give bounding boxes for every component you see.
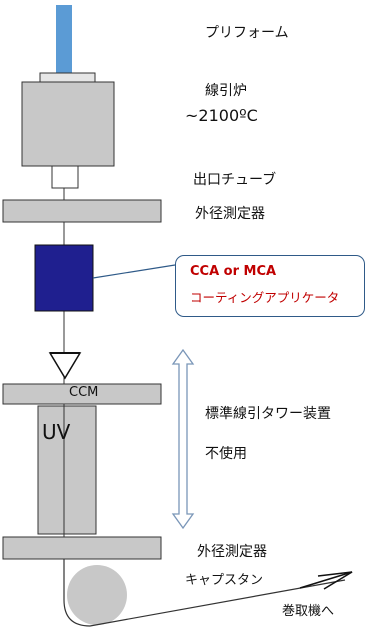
diameter-gauge-top — [2, 199, 162, 223]
coating-applicator — [34, 244, 94, 312]
coating-cone-icon — [48, 352, 82, 380]
callout-title: CCA or MCA — [190, 264, 277, 279]
preform-label: プリフォーム — [205, 25, 289, 41]
uv-label: UV — [42, 420, 71, 444]
standard-tower-label: 標準線引タワー装置 — [205, 406, 331, 422]
exit-tube-label: 出口チューブ — [193, 172, 277, 188]
uv-box — [37, 405, 97, 535]
diameter-gauge-bottom — [2, 536, 162, 560]
to-winder-label: 巻取機へ — [282, 604, 335, 619]
diameter-gauge-bottom-label: 外径測定器 — [197, 544, 267, 560]
double-arrow-icon — [171, 348, 195, 530]
furnace-cap — [39, 72, 96, 83]
applicator-callout: CCA or MCA コーティングアプリケータ — [175, 255, 365, 317]
preform-rod — [56, 5, 72, 75]
fiber-wrap — [63, 559, 346, 627]
callout-pointer — [92, 264, 176, 279]
capstan-wheel — [67, 565, 127, 625]
furnace-label: 線引炉 — [205, 83, 247, 99]
callout-subtitle: コーティングアプリケータ — [190, 290, 340, 305]
ccm-label: CCM — [69, 385, 99, 400]
furnace-body — [21, 81, 115, 167]
temperature-label: ~2100ºC — [185, 106, 258, 125]
capstan-label: キャプスタン — [185, 573, 264, 588]
not-used-label: 不使用 — [205, 446, 247, 462]
exit-tube — [51, 165, 79, 189]
ccm-bar — [2, 383, 162, 405]
diameter-gauge-top-label: 外径測定器 — [195, 206, 265, 222]
